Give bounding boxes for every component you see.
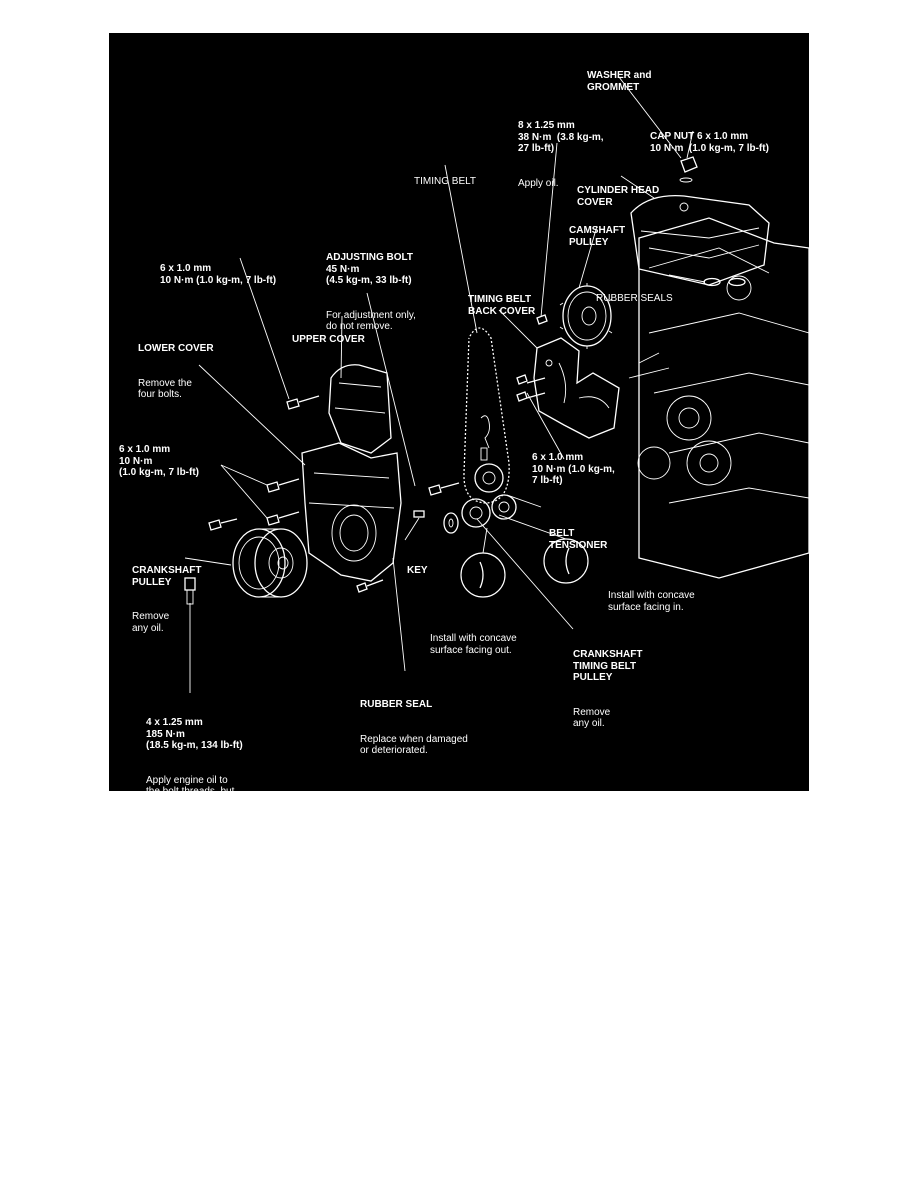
- head-bolt-title: 8 x 1.25 mm 38 N·m (3.8 kg-m, 27 lb-ft): [518, 120, 604, 154]
- crankshaft-pulley-note: Remove any oil.: [132, 611, 170, 634]
- timing-belt-diagram: WASHER and GROMMET 8 x 1.25 mm 38 N·m (3…: [109, 33, 809, 791]
- timing-belt-back-cover-title: TIMING BELT BACK COVER: [468, 294, 536, 317]
- adjusting-bolt-title: ADJUSTING BOLT 45 N·m (4.5 kg-m, 33 lb-f…: [326, 252, 414, 286]
- rubber-seal-note: Replace when damaged or deteriorated.: [360, 733, 468, 757]
- leader-lines: [184, 76, 706, 693]
- bolts-drawing: [208, 314, 548, 593]
- timing-belt-loop: [462, 326, 511, 505]
- rubber-seal-title: RUBBER SEAL: [360, 699, 433, 710]
- key-drawing: [413, 510, 425, 518]
- label-adjusting-bolt: ADJUSTING BOLT 45 N·m (4.5 kg-m, 33 lb-f…: [326, 229, 416, 356]
- belt-tensioner-title: BELT TENSIONER: [549, 528, 608, 551]
- label-camshaft-pulley: CAMSHAFT PULLEY: [569, 202, 625, 271]
- crank-timing-pulley-note: Remove any oil.: [573, 706, 611, 730]
- label-back-cover-bolts: 6 x 1.0 mm 10 N·m (1.0 kg-m, 7 lb-ft): [532, 429, 615, 510]
- camshaft-pulley-drawing: [559, 283, 613, 349]
- install-in-note: Install with concave surface facing in.: [608, 590, 695, 613]
- label-crank-bolt: 4 x 1.25 mm 185 N·m (18.5 kg-m, 134 lb-f…: [146, 694, 243, 791]
- key-title: KEY: [407, 565, 428, 576]
- rubber-seals-title: RUBBER SEALS: [596, 293, 673, 304]
- label-lower-cover: LOWER COVER Remove the four bolts.: [138, 320, 214, 424]
- exploded-view-drawing: [184, 76, 809, 693]
- label-belt-tensioner: BELT TENSIONER: [549, 505, 607, 574]
- label-rubber-seal: RUBBER SEAL Replace when damaged or dete…: [360, 676, 468, 780]
- upper-cover-title: UPPER COVER: [292, 334, 365, 345]
- adjusting-bolt-note: For adjustment only, do not remove.: [326, 309, 416, 333]
- label-cap-nut: CAP NUT 6 x 1.0 mm 10 N·m (1.0 kg-m, 7 l…: [650, 108, 769, 177]
- timing-belt-title: TIMING BELT: [414, 176, 477, 187]
- camshaft-pulley-title: CAMSHAFT PULLEY: [569, 225, 626, 248]
- label-install-out: Install with concave surface facing out.: [430, 610, 517, 679]
- engine-block: [628, 217, 809, 579]
- label-cylinder-head-cover: CYLINDER HEAD COVER: [577, 162, 659, 231]
- lower-cover-drawing: [301, 442, 402, 582]
- lower-bolts-title: 6 x 1.0 mm 10 N·m (1.0 kg-m, 7 lb-ft): [119, 444, 200, 478]
- label-lower-bolts: 6 x 1.0 mm 10 N·m (1.0 kg-m, 7 lb-ft): [119, 421, 199, 502]
- crankshaft-pulley-drawing: [232, 528, 308, 598]
- crankshaft-timing-pulley-drawing: [443, 498, 491, 534]
- label-crank-timing-pulley: CRANKSHAFT TIMING BELT PULLEY Remove any…: [573, 626, 642, 753]
- timing-belt-back-cover-drawing: [533, 337, 620, 439]
- crankshaft-pulley-title: CRANKSHAFT PULLEY: [132, 565, 202, 588]
- back-cover-bolts-title: 6 x 1.0 mm 10 N·m (1.0 kg-m, 7 lb-ft): [532, 452, 615, 486]
- head-bolt-note: Apply oil.: [518, 177, 559, 189]
- upper-cover-drawing: [328, 364, 392, 454]
- label-rubber-seals: RUBBER SEALS: [596, 270, 673, 328]
- label-key: KEY: [407, 542, 428, 600]
- lower-cover-note: Remove the four bolts.: [138, 377, 192, 401]
- label-upper-cover: UPPER COVER: [292, 311, 365, 369]
- belt-tensioner-drawing: [474, 463, 517, 520]
- label-timing-belt-back-cover: TIMING BELT BACK COVER: [468, 271, 535, 340]
- label-install-in: Install with concave surface facing in.: [608, 567, 695, 636]
- washer-inset-out: [460, 552, 506, 598]
- label-timing-belt: TIMING BELT: [414, 153, 476, 211]
- crank-bolt-title: 4 x 1.25 mm 185 N·m (18.5 kg-m, 134 lb-f…: [146, 717, 243, 751]
- label-washer-grommet: WASHER and GROMMET: [587, 47, 651, 116]
- crank-bolt-note: Apply engine oil to the bolt threads, bu…: [146, 774, 234, 792]
- label-head-bolt: 8 x 1.25 mm 38 N·m (3.8 kg-m, 27 lb-ft) …: [518, 97, 604, 212]
- cap-nut-title: CAP NUT 6 x 1.0 mm 10 N·m (1.0 kg-m, 7 l…: [650, 131, 769, 154]
- cylinder-head-cover-title: CYLINDER HEAD COVER: [577, 185, 660, 208]
- label-upper-bolt: 6 x 1.0 mm 10 N·m (1.0 kg-m, 7 lb-ft): [160, 240, 276, 309]
- label-crankshaft-pulley: CRANKSHAFT PULLEY Remove any oil.: [132, 542, 201, 657]
- washer-grommet-title: WASHER and GROMMET: [587, 70, 652, 93]
- lower-cover-title: LOWER COVER: [138, 343, 214, 354]
- cylinder-head-cover: [630, 194, 770, 286]
- inset-leaders: [482, 514, 567, 554]
- crank-timing-pulley-title: CRANKSHAFT TIMING BELT PULLEY: [573, 649, 643, 683]
- cap-nut-drawing: [679, 156, 698, 183]
- install-out-note: Install with concave surface facing out.: [430, 633, 517, 656]
- upper-bolt-title: 6 x 1.0 mm 10 N·m (1.0 kg-m, 7 lb-ft): [160, 263, 277, 286]
